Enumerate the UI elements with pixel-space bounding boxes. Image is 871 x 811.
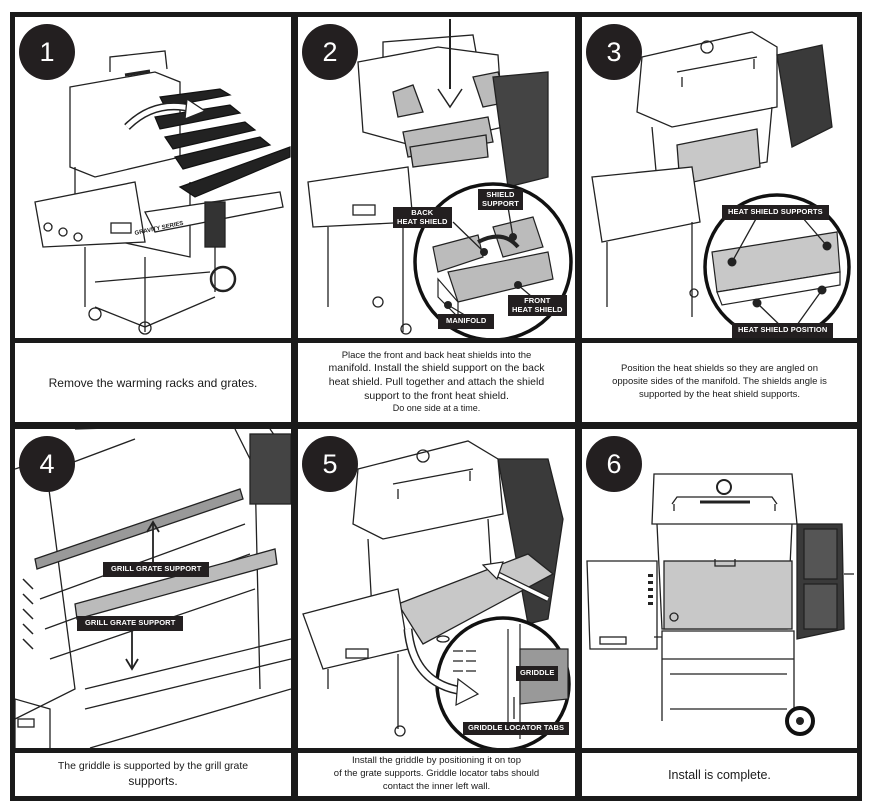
callout-back-heat-shield: BACK HEAT SHIELD [393, 207, 452, 229]
callout-front-heat-shield: FRONT HEAT SHIELD [508, 295, 567, 317]
step-6-instruction: Install is complete. [582, 753, 857, 796]
step-number-badge: 2 [302, 24, 358, 80]
step-1-illustration: 1 [15, 17, 291, 338]
step-number-badge: 3 [586, 24, 642, 80]
step-2-illustration: 2 [298, 17, 575, 338]
step-number-badge: 4 [19, 436, 75, 492]
step-4-instruction: The griddle is supported by the grill gr… [15, 753, 291, 796]
callout-shield-support: SHIELD SUPPORT [478, 189, 523, 211]
step-5-illustration: 5 [298, 429, 575, 748]
callout-griddle-locator-tabs: GRIDDLE LOCATOR TABS [463, 722, 570, 735]
step-number-badge: 1 [19, 24, 75, 80]
grill-drawing: GRAVITY SERIES [34, 50, 291, 335]
step-6-illustration: 6 [582, 429, 857, 748]
callout-grill-grate-support-upper: GRILL GRATE SUPPORT [103, 562, 210, 577]
grill-drawing [302, 440, 571, 748]
instruction-grid: 1 [10, 12, 862, 801]
step-number-badge: 6 [586, 436, 642, 492]
callout-manifold: MANIFOLD [438, 314, 495, 329]
step-number-badge: 5 [302, 436, 358, 492]
step-3-illustration: 3 HEAT SHI [582, 17, 857, 338]
callout-heat-shield-supports: HEAT SHIELD SUPPORTS [722, 205, 829, 220]
step-4-illustration: 4 GRILL GRATE SUPPORT [15, 429, 291, 748]
callout-grill-grate-support-lower: GRILL GRATE SUPPORT [77, 616, 184, 631]
callout-griddle: GRIDDLE [516, 666, 559, 681]
step-2-instruction: Place the front and back heat shields in… [298, 343, 575, 422]
grill-front-view-drawing [586, 473, 854, 736]
callout-heat-shield-position: HEAT SHIELD POSITION [732, 323, 834, 338]
step-3-instruction: Position the heat shields so they are an… [582, 343, 857, 422]
grill-drawing [591, 31, 851, 338]
step-5-instruction: Install the griddle by positioning it on… [298, 753, 575, 796]
step-1-instruction: Remove the warming racks and grates. [15, 343, 291, 422]
